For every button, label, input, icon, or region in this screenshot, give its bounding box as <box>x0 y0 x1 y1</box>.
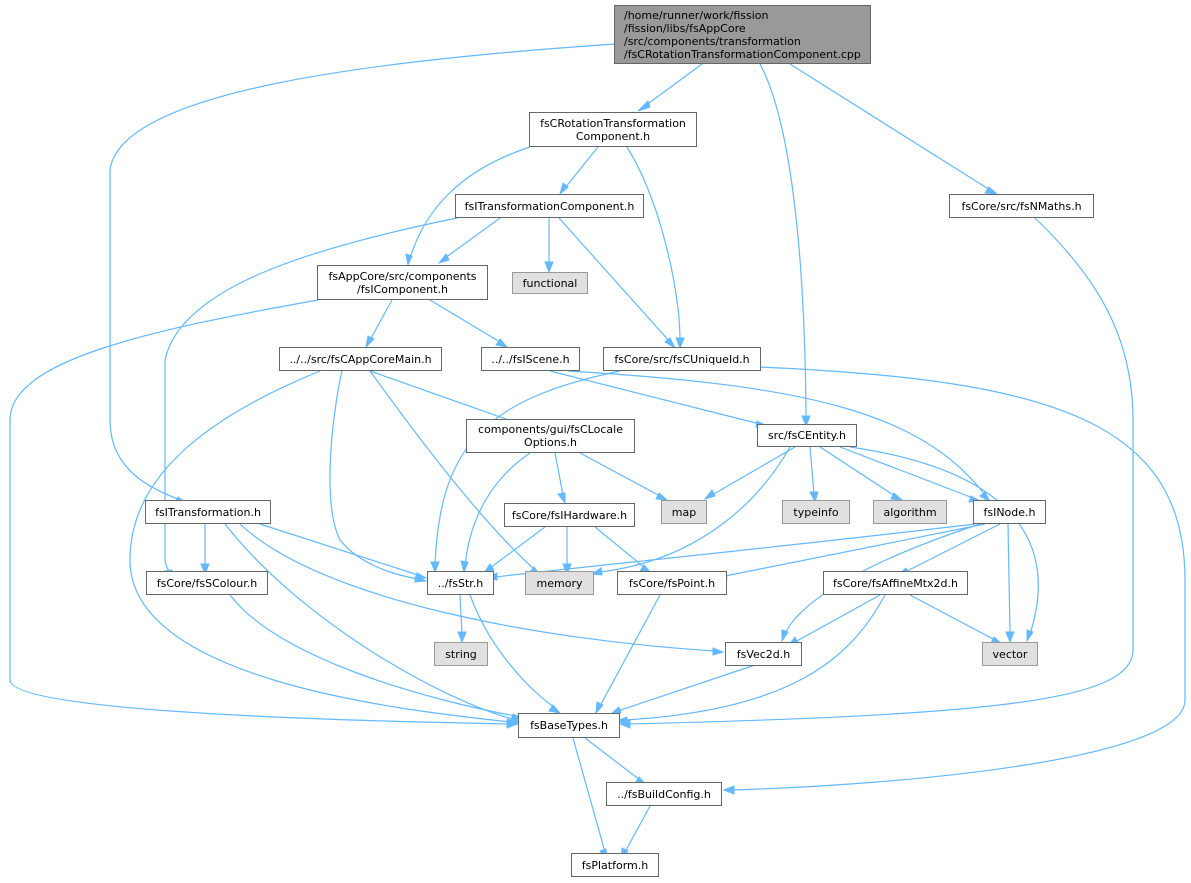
root-file-node: /home/runner/work/fission /fission/libs/… <box>614 5 871 64</box>
ihardware-h-node[interactable]: fsCore/fsIHardware.h <box>504 503 635 527</box>
itransformation-component-h-node[interactable]: fsITransformationComponent.h <box>455 194 644 218</box>
rotation-transformation-component-h-node[interactable]: fsCRotationTransformation Component.h <box>529 112 697 147</box>
scolour-h-node[interactable]: fsCore/fsSColour.h <box>146 571 268 595</box>
memory-node: memory <box>525 571 594 595</box>
iscene-h-node[interactable]: ../../fsIScene.h <box>481 347 580 371</box>
typeinfo-node: typeinfo <box>782 500 850 524</box>
platform-h-node[interactable]: fsPlatform.h <box>571 853 659 877</box>
itransformation-h-node[interactable]: fsITransformation.h <box>145 500 271 524</box>
centity-h-node[interactable]: src/fsCEntity.h <box>757 424 857 447</box>
map-node: map <box>661 500 707 524</box>
string-node: string <box>434 642 488 666</box>
inode-h-node[interactable]: fsINode.h <box>973 500 1046 524</box>
point-h-node[interactable]: fsCore/fsPoint.h <box>617 571 727 595</box>
icomponent-h-node[interactable]: fsAppCore/src/components /fsIComponent.h <box>317 265 488 300</box>
vec2d-h-node[interactable]: fsVec2d.h <box>725 642 802 666</box>
affine-mtx2d-h-node[interactable]: fsCore/fsAffineMtx2d.h <box>823 571 968 595</box>
nmaths-h-node[interactable]: fsCore/src/fsNMaths.h <box>949 194 1094 218</box>
uniqueid-h-node[interactable]: fsCore/src/fsCUniqueId.h <box>603 347 761 371</box>
appcoremain-h-node[interactable]: ../../src/fsCAppCoreMain.h <box>279 347 442 371</box>
buildconfig-h-node[interactable]: ../fsBuildConfig.h <box>606 782 722 806</box>
algorithm-node: algorithm <box>873 500 947 524</box>
basetypes-h-node[interactable]: fsBaseTypes.h <box>518 713 620 738</box>
vector-node: vector <box>982 642 1038 666</box>
functional-node: functional <box>512 272 588 294</box>
fsstr-h-node[interactable]: ../fsStr.h <box>427 571 494 595</box>
locale-options-h-node[interactable]: components/gui/fsCLocale Options.h <box>466 419 635 453</box>
